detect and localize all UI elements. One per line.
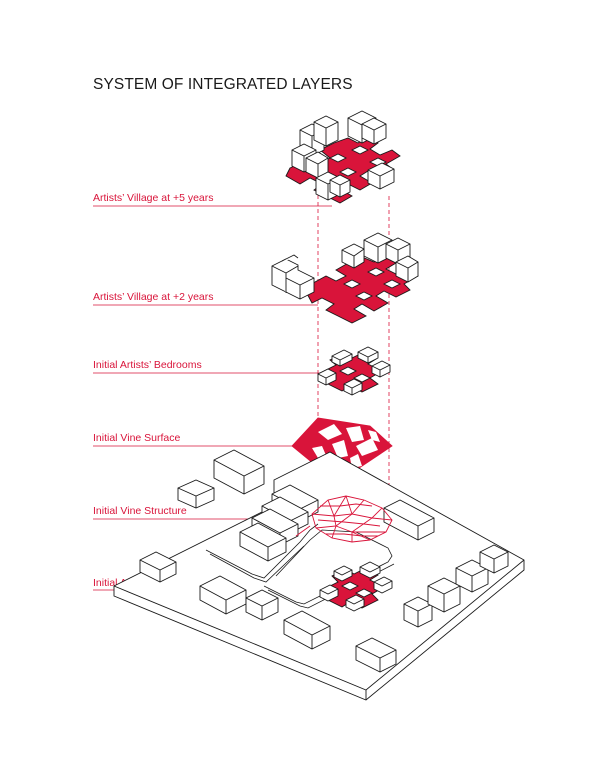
layer-village-plus-2 (272, 233, 418, 323)
layer-village-plus-5 (286, 111, 400, 203)
base-site (114, 450, 524, 700)
layer-initial-bedrooms (318, 347, 390, 395)
